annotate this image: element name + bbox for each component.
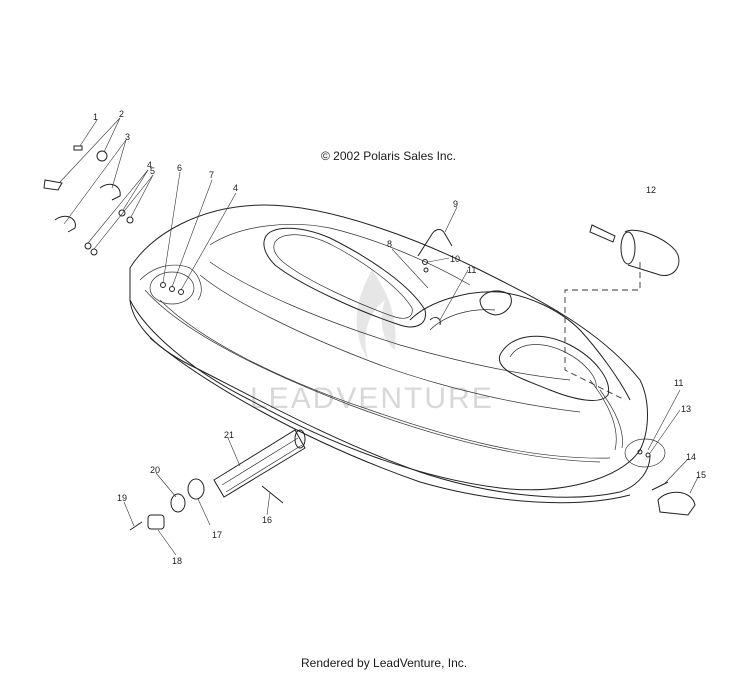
callout-20: 20 (150, 465, 160, 475)
tube-part-12 (564, 224, 680, 401)
rear-hardware-parts (43, 145, 134, 256)
callout-11: 11 (467, 265, 476, 275)
footer-text: Rendered by LeadVenture, Inc. (301, 656, 467, 670)
callout-6: 6 (177, 163, 182, 173)
callout-2: 2 (119, 109, 124, 119)
callout-4: 4 (147, 160, 152, 170)
callout-5: 5 (150, 166, 155, 176)
watermark-text: LEADVENTURE (250, 382, 494, 415)
callout-11b: 11 (674, 378, 683, 388)
callout-16: 16 (262, 515, 272, 525)
callout-7: 7 (209, 170, 214, 180)
callout-3: 3 (125, 132, 130, 142)
callout-15: 15 (696, 470, 706, 480)
callout-21: 21 (224, 430, 234, 440)
callout-13: 13 (681, 404, 691, 414)
callout-14: 14 (686, 452, 696, 462)
rear-mount-area (149, 271, 195, 305)
bow-mount-area (624, 438, 666, 468)
callout-8: 8 (387, 239, 392, 249)
callout-18: 18 (172, 556, 182, 566)
copyright-text: © 2002 Polaris Sales Inc. (321, 149, 456, 163)
leadventure-logo-watermark: LEADVENTURE (250, 270, 494, 415)
tube-part-21 (213, 429, 306, 498)
boat-hull-drawing (129, 204, 651, 504)
callout-17: 17 (212, 530, 222, 540)
hose-part-9 (417, 229, 453, 257)
leader-lines (59, 117, 699, 556)
callout-19: 19 (117, 493, 127, 503)
callout-1: 1 (93, 112, 98, 122)
callout-9: 9 (453, 199, 458, 209)
callout-12: 12 (646, 185, 656, 195)
callout-labels: 1 2 3 4 5 6 7 4 8 9 10 11 12 11 13 14 15… (93, 109, 706, 566)
lower-hardware-parts (129, 478, 696, 531)
callout-4b: 4 (233, 183, 238, 193)
callout-10: 10 (450, 254, 460, 264)
